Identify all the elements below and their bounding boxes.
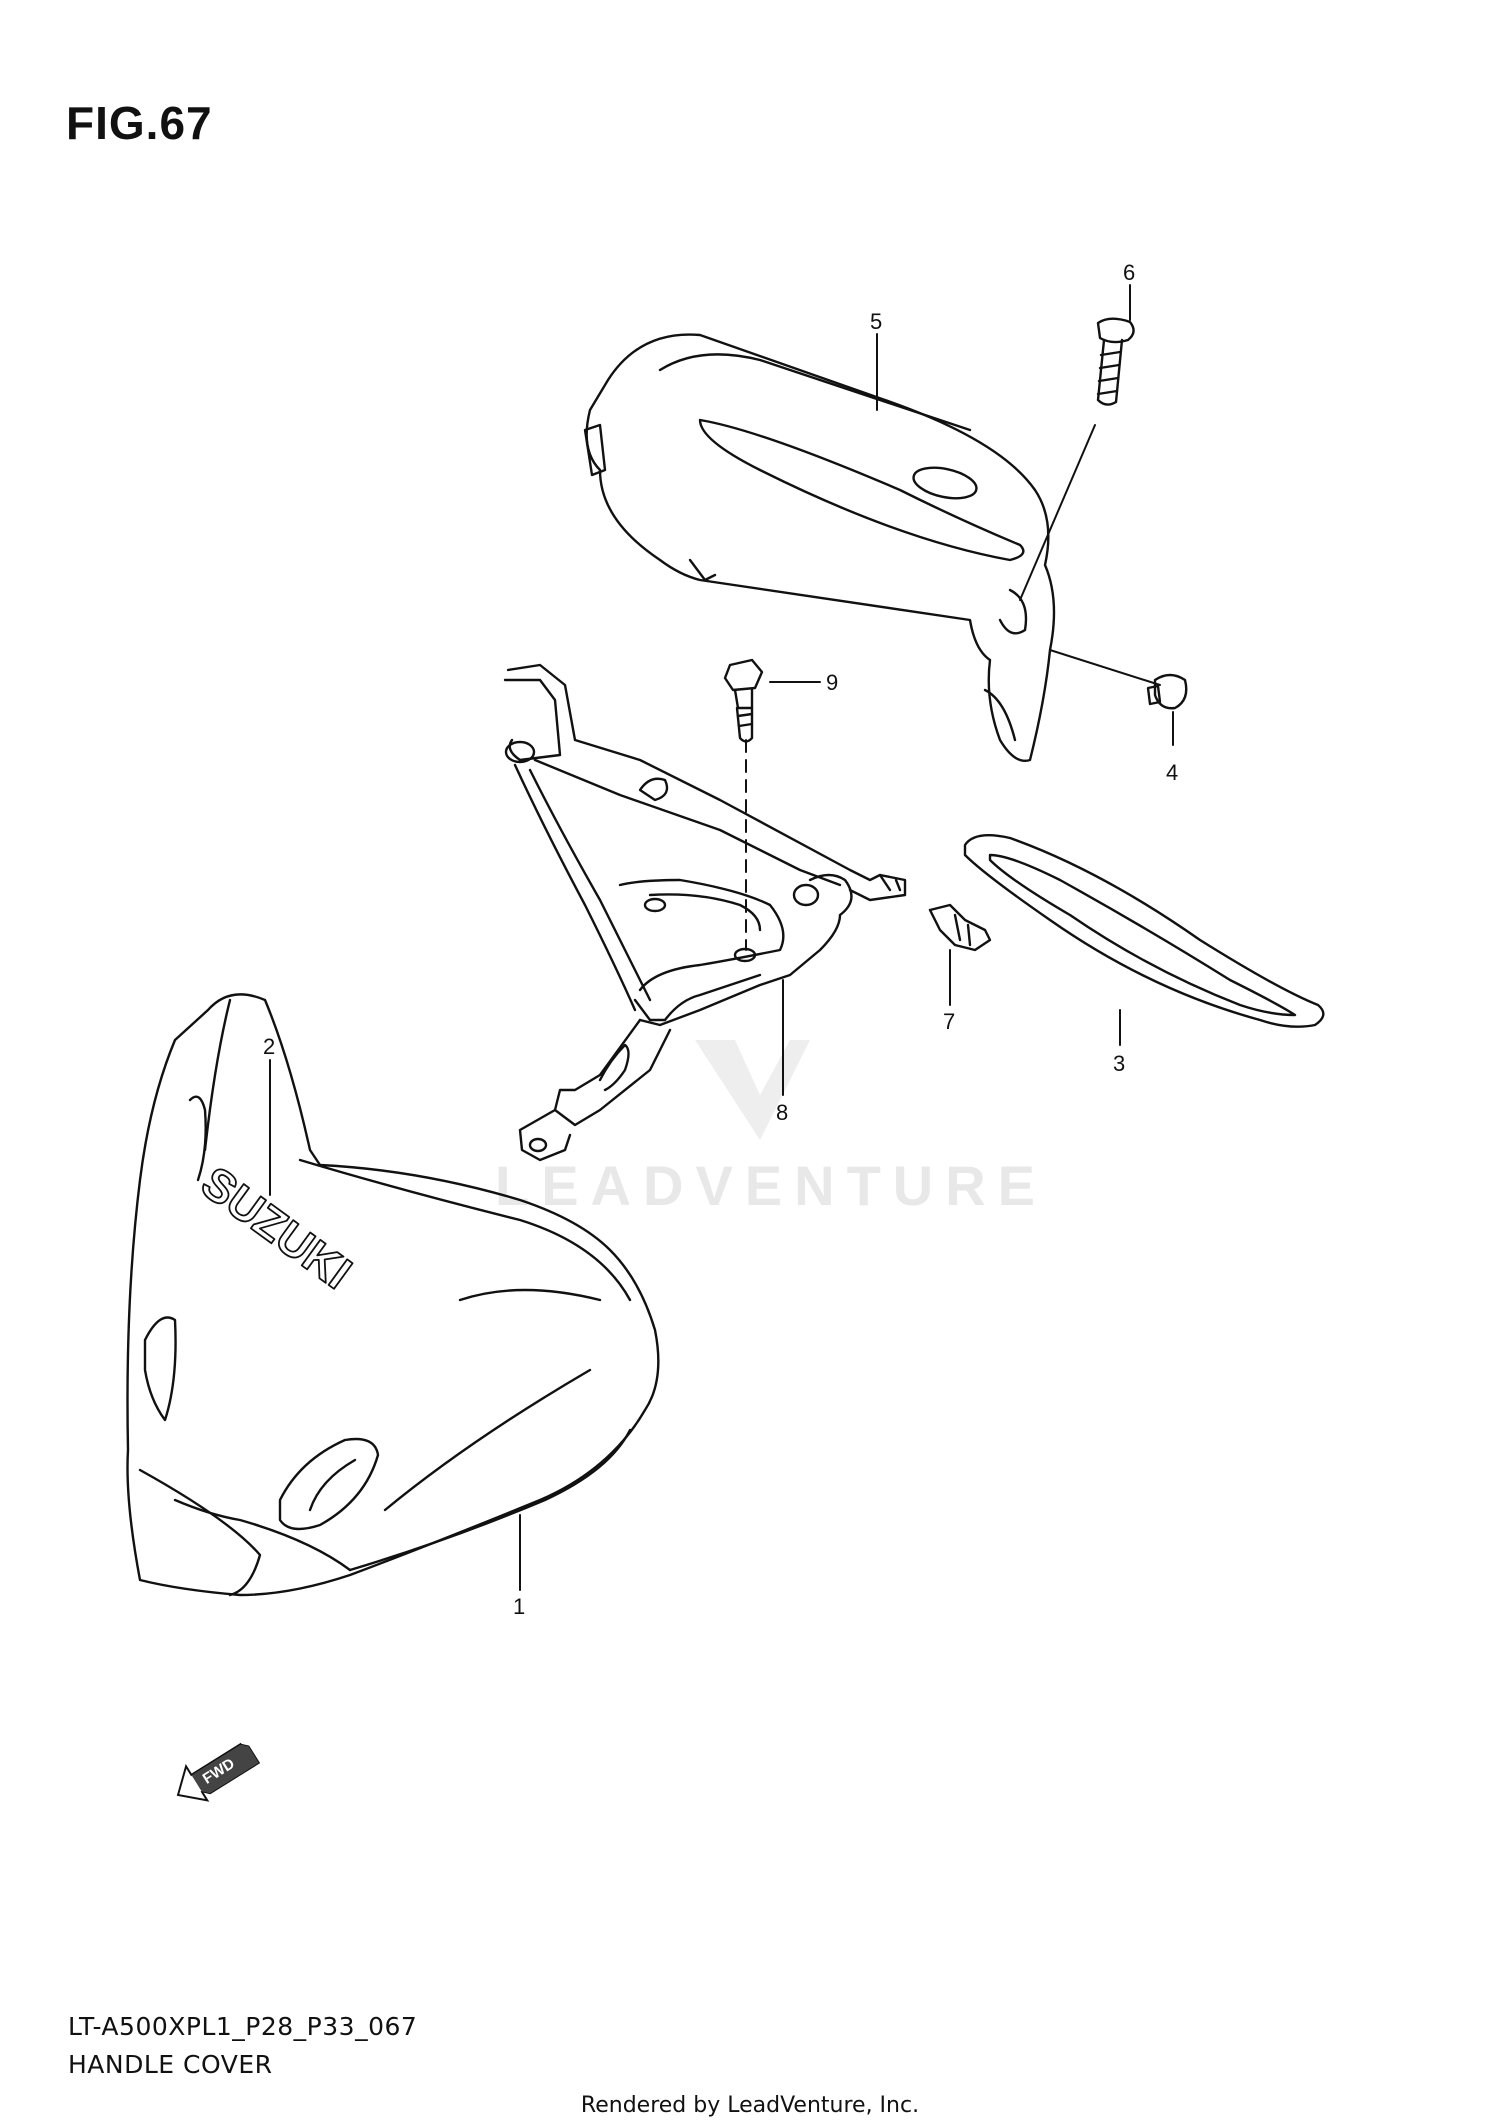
callout-numbers: 5 6 9 4 7 3 8 2 1	[263, 260, 1178, 1619]
callout-7: 7	[943, 1009, 955, 1034]
figure-title: FIG.67	[66, 97, 213, 149]
callout-9: 9	[826, 670, 838, 695]
watermark-text: LEADVENTURE	[495, 1154, 1047, 1217]
part-1-front-cover	[126, 993, 660, 1597]
part-8-bracket	[503, 663, 907, 1162]
part-7-clip	[928, 903, 992, 952]
section-name: HANDLE COVER	[68, 2050, 273, 2079]
callout-4: 4	[1166, 760, 1178, 785]
part-2-suzuki-emblem: SUZUKI	[191, 1155, 362, 1300]
callout-3: 3	[1113, 1051, 1125, 1076]
callout-1: 1	[513, 1594, 525, 1619]
part-3-trim	[963, 834, 1325, 1028]
suzuki-emblem-text: SUZUKI	[192, 1156, 361, 1299]
callout-2: 2	[263, 1034, 275, 1059]
callout-5: 5	[870, 309, 882, 334]
fwd-arrow-icon: FWD	[176, 1742, 261, 1802]
rendered-by-credit: Rendered by LeadVenture, Inc.	[580, 2093, 920, 2118]
model-code: LT-A500XPL1_P28_P33_067	[68, 2012, 418, 2041]
leader-lines	[269, 284, 1174, 1591]
callout-8: 8	[776, 1100, 788, 1125]
part-6-screw	[1096, 317, 1135, 406]
part-4-nut-clip	[1146, 673, 1188, 710]
part-5-upper-cover	[583, 333, 1056, 762]
part-9-bolt	[723, 658, 764, 743]
leadventure-watermark: LEADVENTURE	[495, 1040, 1047, 1217]
callout-6: 6	[1123, 260, 1135, 285]
